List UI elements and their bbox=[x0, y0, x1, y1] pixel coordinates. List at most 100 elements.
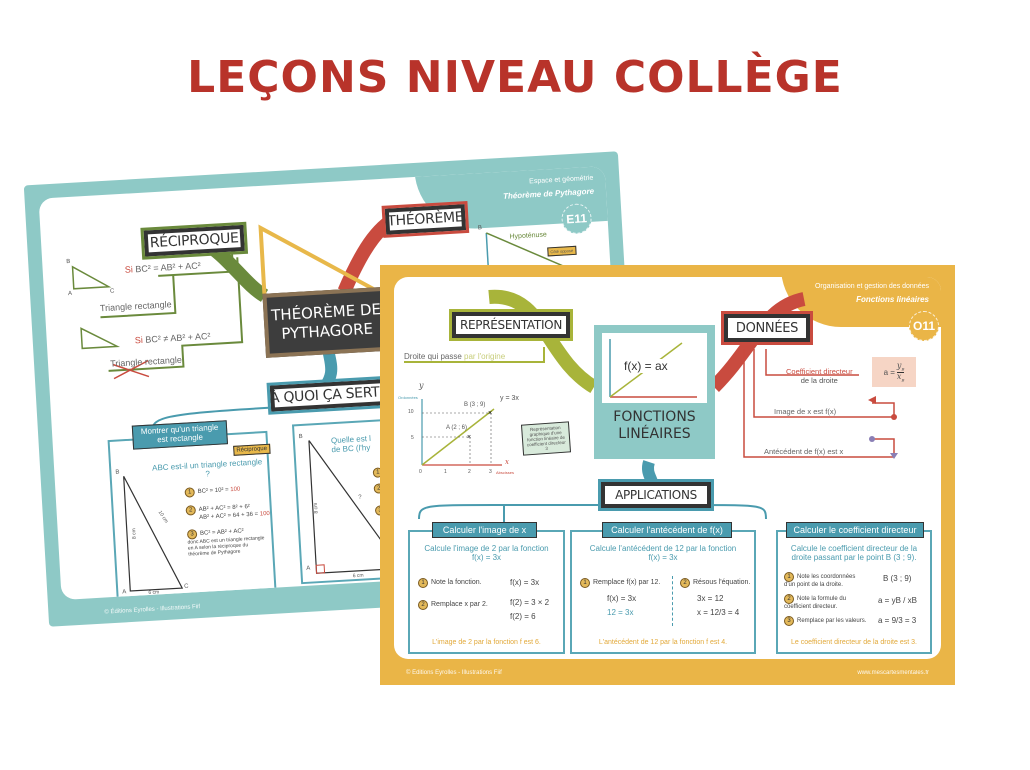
step-number: 2 bbox=[185, 505, 197, 516]
y-axis-title: Ordonnées bbox=[398, 395, 418, 400]
branch-applications-label: APPLICATIONS bbox=[598, 479, 714, 511]
si-label: Si bbox=[134, 334, 144, 346]
panel-conclusion: Le coefficient directeur de la droite es… bbox=[791, 639, 917, 646]
y-tick: 5 bbox=[411, 435, 414, 441]
step-number: 1 bbox=[580, 578, 590, 588]
panel-question: Calcule l'image de 2 par la fonction f(x… bbox=[424, 544, 549, 562]
vertex-label: B bbox=[298, 433, 303, 441]
step-number: 2 bbox=[680, 578, 690, 588]
step-text: donc ABC est un triangle rectangle en A … bbox=[187, 535, 265, 558]
y-tick: 10 bbox=[408, 409, 414, 415]
step-text: Note la fonction. bbox=[431, 579, 482, 586]
step-text: BC² = 10² = bbox=[197, 487, 231, 495]
panel-question: Calcule l'antécédent de 12 par la foncti… bbox=[589, 544, 737, 562]
step-number: 2 bbox=[784, 594, 794, 604]
fonctions-card: Organisation et gestion des données Fonc… bbox=[380, 265, 955, 685]
cross-out bbox=[112, 363, 150, 378]
panel-image: Calcule l'image de 2 par la fonction f(x… bbox=[408, 530, 565, 654]
step-number: 2 bbox=[418, 600, 428, 610]
point-a-label: A (2 ; 6) bbox=[446, 425, 468, 431]
equation-label: y = 3x bbox=[500, 395, 519, 402]
step-number: 3 bbox=[784, 616, 794, 626]
step-math: a = 9/3 = 3 bbox=[878, 616, 917, 625]
central-graph: f(x) = ax bbox=[602, 333, 707, 403]
x-tick: 0 bbox=[419, 469, 422, 475]
point-b-mark: × bbox=[488, 410, 492, 417]
step-math: f(2) = 6 bbox=[510, 612, 536, 621]
center-title: FONCTIONS LINÉAIRES bbox=[613, 409, 696, 442]
right-triangle-figure bbox=[71, 265, 112, 290]
image-text: Image de x est f(x) bbox=[774, 407, 837, 416]
step-text: Résous l'équation. bbox=[693, 579, 751, 586]
step-value: 100 bbox=[259, 510, 270, 518]
formula-lhs: a = bbox=[883, 367, 895, 377]
x-tick: 2 bbox=[468, 469, 471, 475]
graph-note: Représentation graphique d'une fonction … bbox=[520, 421, 572, 456]
central-node: f(x) = ax FONCTIONS LINÉAIRES bbox=[594, 325, 715, 459]
representation-text: Droite qui passe bbox=[404, 352, 465, 361]
branch-representation bbox=[488, 289, 598, 393]
side-label: 8 cm bbox=[131, 528, 138, 540]
x-axis-label: x bbox=[505, 458, 509, 466]
step-math: a = yB / xB bbox=[878, 596, 917, 605]
page-title: LEÇONS NIVEAU COLLÈGE bbox=[187, 52, 843, 103]
vertex-label: A bbox=[122, 589, 127, 596]
x-tick: 1 bbox=[444, 469, 447, 475]
card-footer: © Éditions Eyrolles - Illustrations Fiif bbox=[406, 670, 502, 676]
branch-donnees-label: DONNÉES bbox=[721, 311, 813, 345]
vertex-label: B bbox=[66, 258, 71, 266]
triangle-figure bbox=[80, 327, 121, 350]
point-b-label: B (3 ; 9) bbox=[464, 402, 486, 408]
card-code-badge: O11 bbox=[909, 311, 939, 341]
reciproque-tag: Réciproque bbox=[233, 443, 271, 456]
linear-function-graph: ×× bbox=[421, 399, 502, 466]
step-text: Note la formule du coefficient directeur… bbox=[784, 596, 847, 610]
coefficient-label-2: de la droite bbox=[800, 376, 838, 385]
card-subject: Organisation et gestion des données bbox=[814, 283, 929, 290]
step-math: 3x = 12 bbox=[697, 594, 724, 603]
formula-subscript: B bbox=[901, 377, 905, 383]
antecedent-text: Antécédent de f(x) est x bbox=[764, 447, 844, 456]
step-math: x = 12/3 = 4 bbox=[697, 608, 740, 617]
vertex-label: C bbox=[183, 583, 189, 590]
vertex-label: B bbox=[115, 469, 120, 476]
step-text: BC² = AB² + AC² bbox=[199, 528, 244, 537]
coefficient-label: Coefficient directeur bbox=[786, 367, 853, 376]
side-label: 8 cm bbox=[312, 502, 320, 514]
step-text: Remplace x par 2. bbox=[431, 601, 488, 608]
point-a-mark: × bbox=[467, 434, 471, 441]
step-math: f(x) = 3x bbox=[607, 594, 637, 603]
y-axis-label: y bbox=[419, 381, 424, 390]
panel-coefficient: Calcule le coefficient directeur de la d… bbox=[776, 530, 932, 654]
panel-antecedent: Calcule l'antécédent de 12 par la foncti… bbox=[570, 530, 756, 654]
vertex-label: A bbox=[67, 290, 73, 298]
step-math: 12 = 3x bbox=[607, 608, 634, 617]
representation-text-highlight: par l'origine bbox=[464, 352, 506, 361]
formula-subscript: B bbox=[901, 366, 905, 372]
step-number: 1 bbox=[418, 578, 428, 588]
panel-montrer-rectangle: ABC est-il un triangle rectangle ? B A C… bbox=[107, 430, 277, 600]
step-number: 1 bbox=[784, 572, 794, 582]
step-number: 1 bbox=[184, 487, 195, 498]
si-label: Si bbox=[124, 264, 134, 275]
step-math: B (3 ; 9) bbox=[883, 574, 912, 583]
step-text: Remplace par les valeurs. bbox=[797, 618, 867, 624]
side-label: 6 cm bbox=[148, 589, 160, 596]
card-topic: Fonctions linéaires bbox=[856, 295, 929, 304]
x-axis-title: Abscisses bbox=[496, 470, 515, 475]
center-formula: f(x) = ax bbox=[624, 359, 668, 373]
vertex-label: B bbox=[477, 225, 483, 232]
panel-header: Calculer le coefficient directeur bbox=[786, 522, 924, 538]
central-node: THÉORÈME DE PYTHAGORE bbox=[262, 286, 391, 358]
step-text: Remplace f(x) par 12. bbox=[593, 579, 661, 586]
side-label: 6 cm bbox=[352, 572, 364, 580]
step-value: 100 bbox=[230, 486, 241, 494]
cote-oppose-tag: Côté opposé bbox=[547, 245, 577, 257]
card-footer: © Éditions Eyrolles - Illustrations Fiif bbox=[104, 604, 201, 616]
vertex-label: A bbox=[306, 565, 311, 572]
branch-representation-label: REPRÉSENTATION bbox=[449, 309, 573, 341]
panel-question: Calcule le coefficient directeur de la d… bbox=[790, 544, 918, 562]
